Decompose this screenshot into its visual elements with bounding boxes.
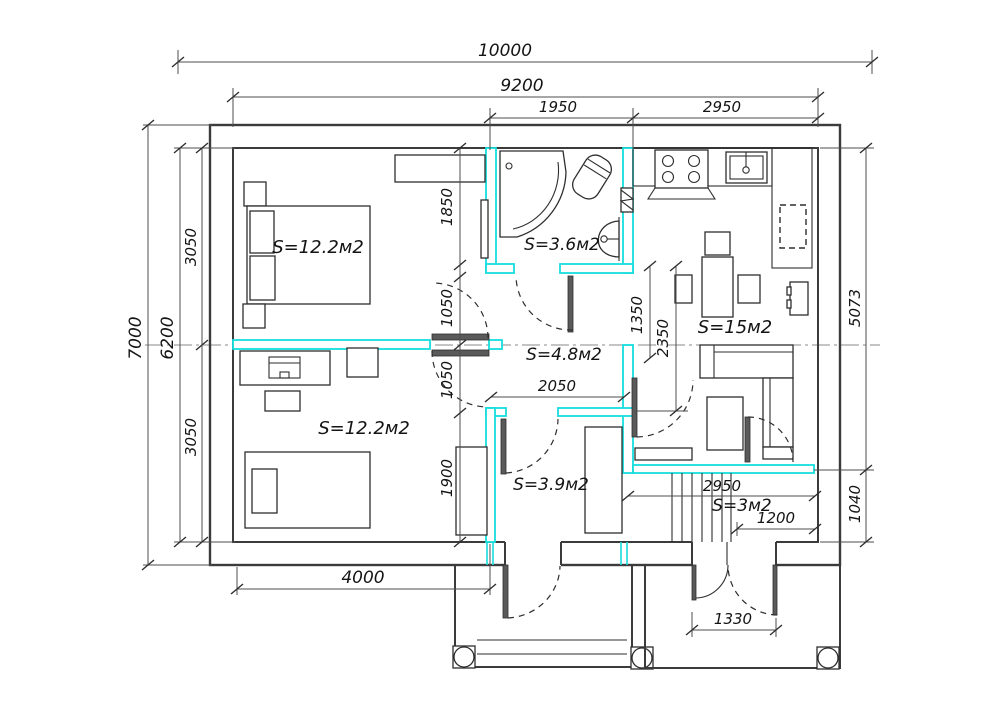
entrance-door-leaf xyxy=(691,564,697,601)
pillow xyxy=(249,210,275,254)
dining-set xyxy=(674,231,761,318)
porch-column xyxy=(631,647,653,669)
dim-1900: 1900 xyxy=(438,459,456,497)
stairs xyxy=(671,473,732,542)
desk xyxy=(239,350,331,386)
dim-left-3050-lower: 3050 xyxy=(182,418,200,456)
pillow xyxy=(251,468,278,514)
stove xyxy=(646,149,717,200)
chair xyxy=(346,347,379,378)
door-leaf xyxy=(500,418,507,475)
door-leaf xyxy=(567,275,574,333)
dim-1200: 1200 xyxy=(757,509,795,527)
dim-bottom-4000: 4000 xyxy=(341,568,384,588)
kitchen-furniture xyxy=(632,147,813,461)
dim-left-6200: 6200 xyxy=(158,316,178,359)
wardrobe xyxy=(455,446,488,536)
dim-bottom-1330: 1330 xyxy=(714,610,752,628)
radiator xyxy=(480,199,489,259)
dim-top-2950: 2950 xyxy=(703,98,741,116)
wardrobe xyxy=(394,154,486,183)
bedroom-top-furniture xyxy=(242,154,489,329)
exterior-walls xyxy=(208,123,842,567)
sink xyxy=(725,151,768,184)
room-label-bedroom-bottom: S=12.2м2 xyxy=(318,418,410,439)
room-label-bathroom: S=3.6м2 xyxy=(524,235,600,255)
door-leaf xyxy=(631,377,638,438)
storage-wardrobe xyxy=(584,426,623,534)
room-label-kitchen-living: S=15м2 xyxy=(698,317,772,338)
corner-shower xyxy=(499,150,567,238)
vent-shaft xyxy=(619,187,635,213)
dim-left-3050-upper: 3050 xyxy=(182,228,200,266)
dim-1050-upper: 1050 xyxy=(438,289,456,327)
chair xyxy=(737,274,761,304)
bathroom-fixtures xyxy=(499,150,620,261)
entrance-door-leaf xyxy=(772,564,778,616)
fridge xyxy=(779,204,807,249)
shower-drain xyxy=(505,162,513,170)
dimension-labels: 10000 9200 1950 2950 7000 6200 3050 3050… xyxy=(126,41,864,628)
dim-2950-vestibule: 2950 xyxy=(703,477,741,495)
door-leaf xyxy=(502,564,509,619)
dim-top-9200: 9200 xyxy=(500,76,543,96)
sofa xyxy=(699,344,794,460)
dining-table xyxy=(701,256,734,318)
dim-1850: 1850 xyxy=(438,188,456,226)
door-leaf xyxy=(744,416,751,463)
dim-2350: 2350 xyxy=(654,319,672,357)
dim-top-10000: 10000 xyxy=(478,41,532,61)
nightstand xyxy=(243,181,267,207)
chair xyxy=(704,231,731,256)
room-label-vestibule: S=3м2 xyxy=(712,496,772,516)
water-heater xyxy=(571,154,613,200)
dim-2050: 2050 xyxy=(538,377,576,395)
porch-right xyxy=(644,564,841,670)
bedroom-bottom-furniture xyxy=(239,347,488,536)
shelf xyxy=(634,447,693,461)
dim-top-1950: 1950 xyxy=(539,98,577,116)
porch-left xyxy=(452,564,654,670)
dim-1350: 1350 xyxy=(628,296,646,334)
dim-left-7000: 7000 xyxy=(126,316,146,359)
room-label-storage: S=3.9м2 xyxy=(513,475,589,495)
room-label-bedroom-top: S=12.2м2 xyxy=(272,237,364,258)
chair xyxy=(674,274,693,304)
porch-column xyxy=(453,646,475,668)
stool xyxy=(264,390,301,412)
cabinet xyxy=(706,396,744,451)
pillow xyxy=(249,255,276,301)
room-labels: S=12.2м2 S=3.6м2 S=15м2 S=4.8м2 S=12.2м2… xyxy=(272,235,772,516)
dimension-lines xyxy=(141,50,879,637)
porch-column xyxy=(817,647,839,669)
nightstand xyxy=(242,303,266,329)
room-label-hallway: S=4.8м2 xyxy=(526,345,602,365)
armchair xyxy=(786,281,809,316)
dim-right-5073: 5073 xyxy=(846,289,864,327)
kitchen-counter-right xyxy=(771,147,813,269)
dim-1050-lower: 1050 xyxy=(438,361,456,399)
dim-right-1040: 1040 xyxy=(846,485,864,523)
toilet xyxy=(597,217,620,261)
